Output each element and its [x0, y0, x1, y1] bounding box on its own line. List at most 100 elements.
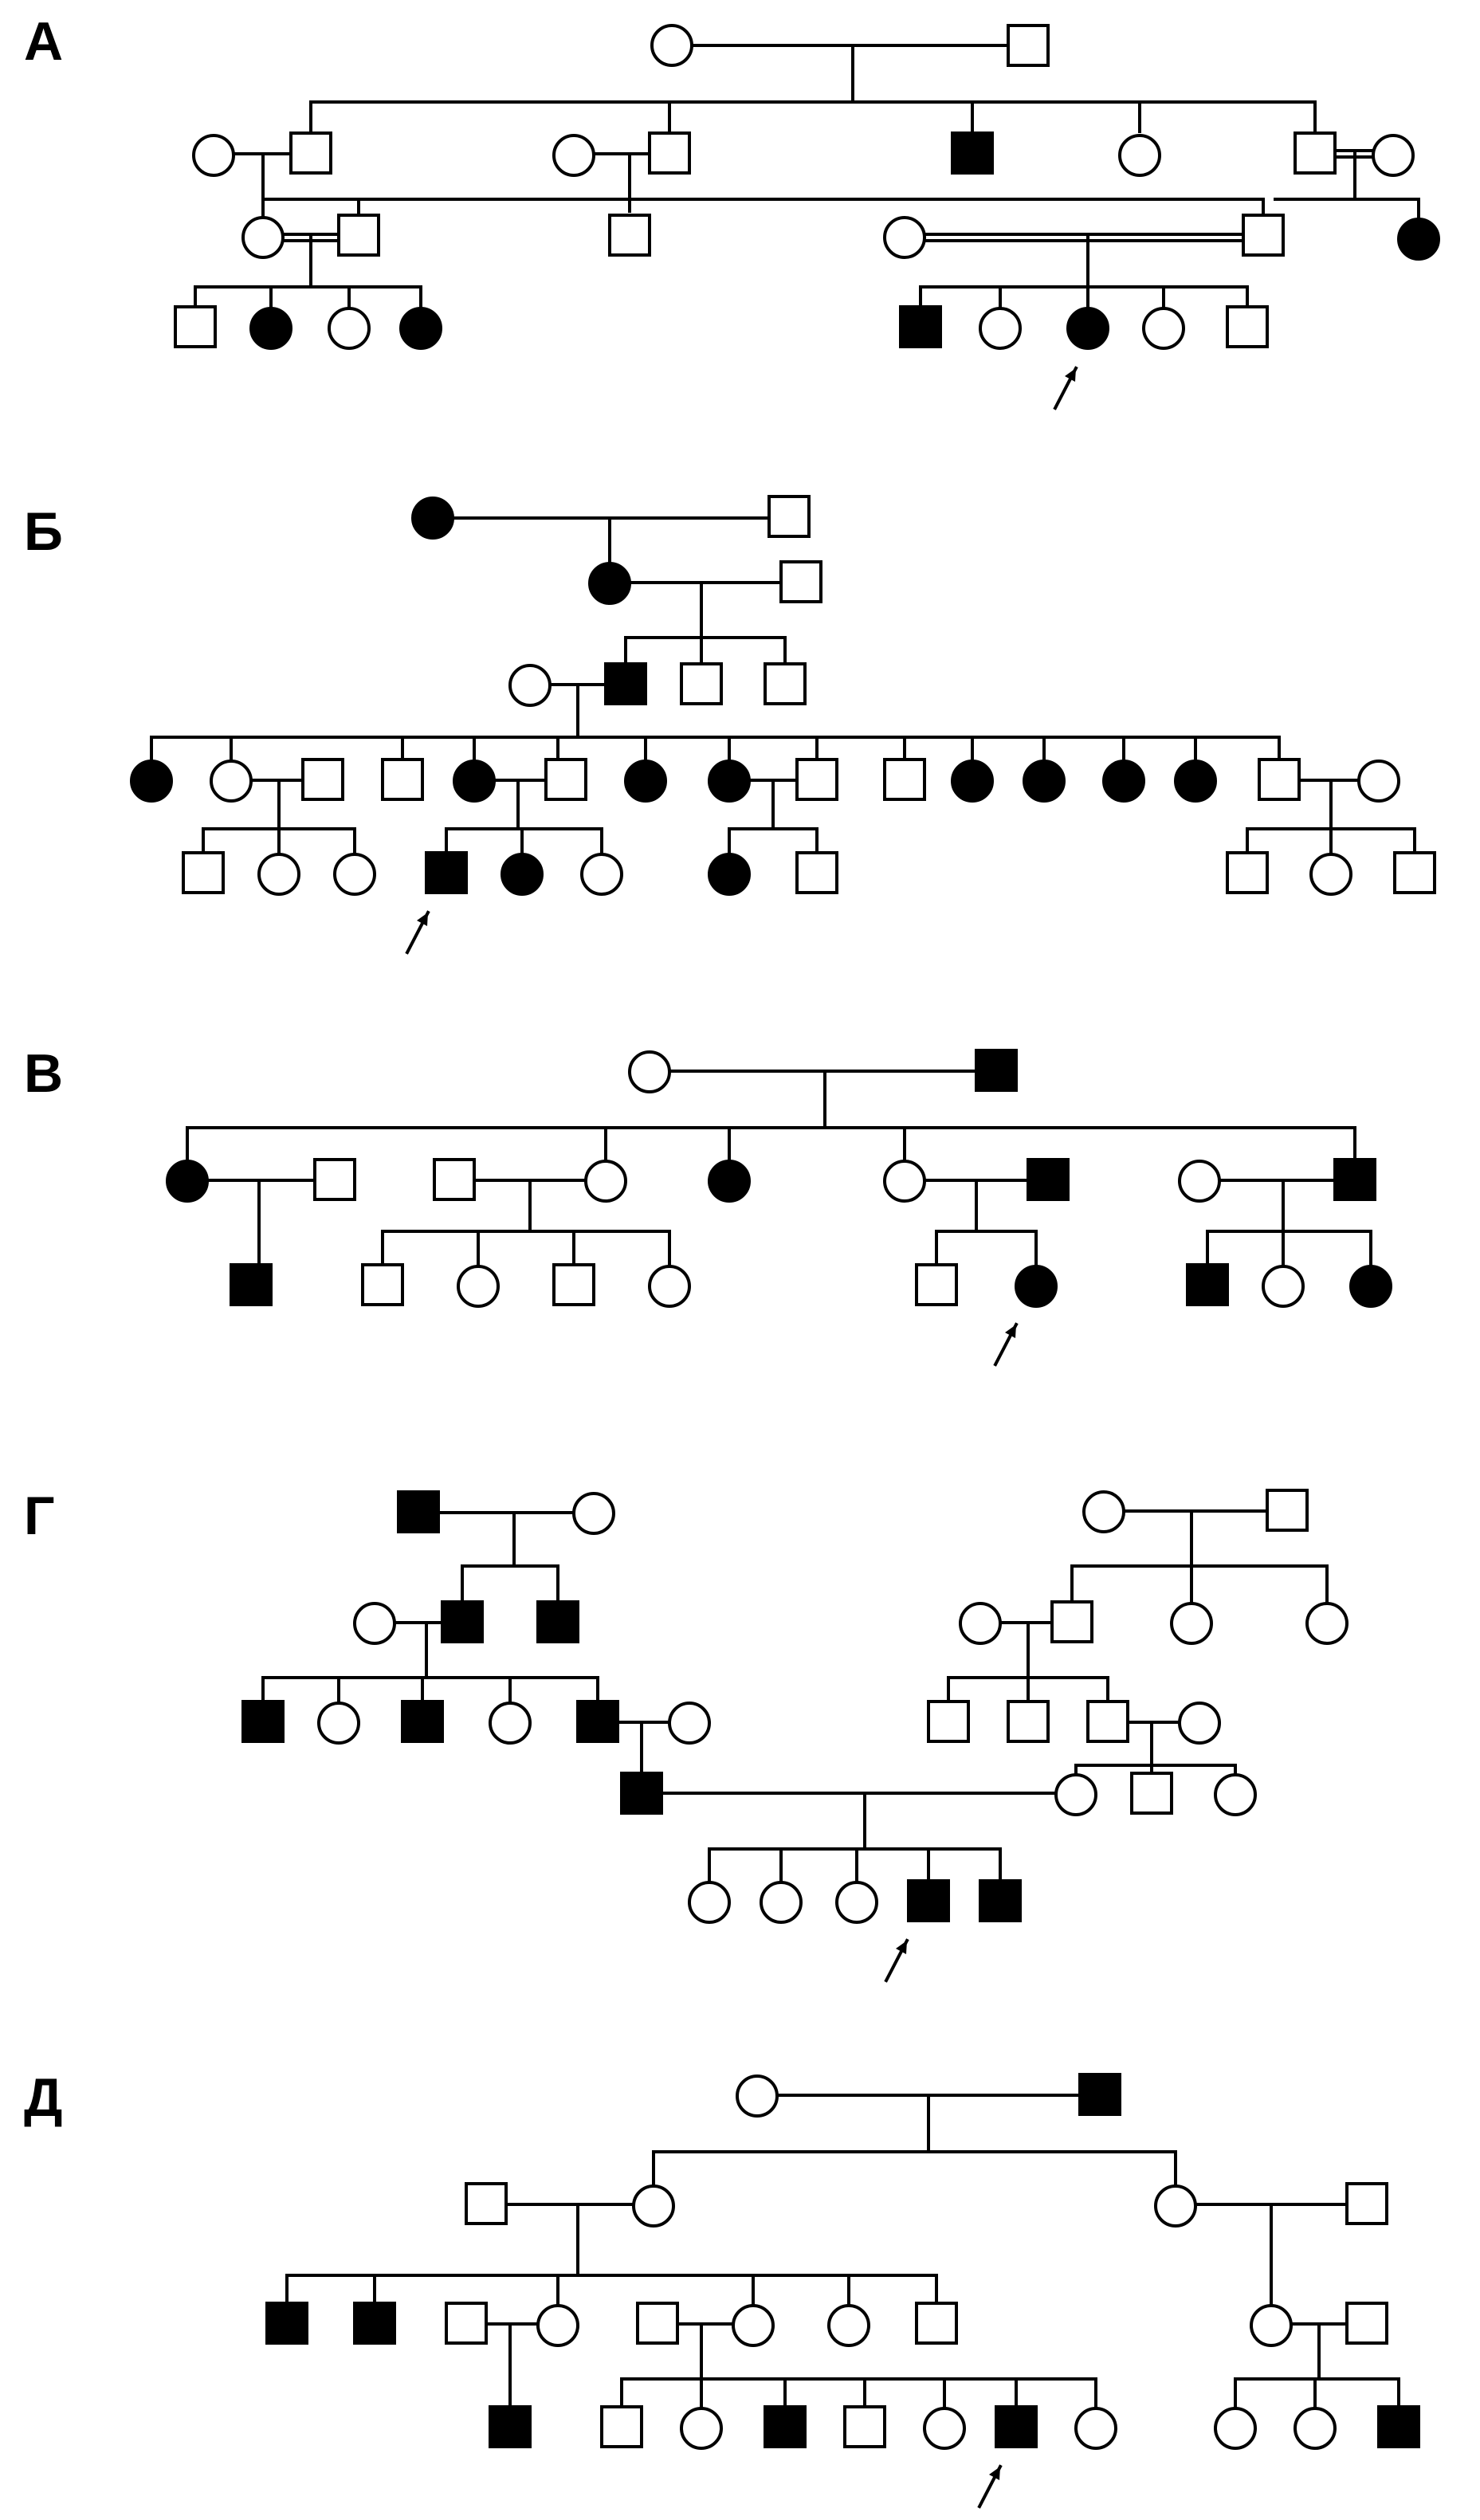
male-square: [600, 2405, 643, 2448]
affected-female-circle: [1015, 1265, 1058, 1308]
affected-male-square: [397, 1490, 440, 1533]
male-square: [433, 1158, 476, 1201]
affected-male-square: [1377, 2405, 1420, 2448]
female-circle: [1082, 1490, 1125, 1533]
affected-female-circle: [1174, 760, 1217, 803]
male-square: [843, 2405, 886, 2448]
male-square: [767, 495, 811, 538]
male-square: [1007, 1700, 1050, 1743]
female-circle: [760, 1881, 803, 1924]
female-circle: [1309, 853, 1352, 896]
male-square: [445, 2302, 488, 2345]
male-square: [313, 1158, 356, 1201]
female-circle: [979, 307, 1022, 350]
female-circle: [572, 1492, 615, 1535]
female-circle: [1170, 1602, 1213, 1645]
male-square: [381, 758, 424, 801]
affected-male-square: [1186, 1263, 1229, 1306]
affected-male-square: [353, 2302, 396, 2345]
female-circle: [489, 1702, 532, 1745]
pedigree-G: Г: [24, 1486, 1348, 1983]
male-square: [1050, 1600, 1093, 1643]
affected-female-circle: [453, 760, 496, 803]
affected-female-circle: [501, 853, 544, 896]
affected-male-square: [576, 1700, 619, 1743]
female-circle: [835, 1881, 878, 1924]
male-square: [1345, 2302, 1388, 2345]
female-circle: [883, 216, 926, 259]
proband-arrowhead: [417, 913, 428, 926]
affected-male-square: [620, 1772, 663, 1815]
female-circle: [210, 760, 253, 803]
female-circle: [584, 1160, 627, 1203]
female-circle: [1214, 2407, 1257, 2450]
male-square: [289, 131, 332, 175]
female-circle: [552, 134, 595, 177]
female-circle: [1074, 2407, 1117, 2450]
proband-arrowhead: [896, 1941, 907, 1954]
female-circle: [732, 2304, 775, 2347]
pedigree-D: Д: [24, 2067, 1420, 2509]
female-circle: [959, 1602, 1002, 1645]
female-circle: [536, 2304, 579, 2347]
affected-male-square: [764, 2405, 807, 2448]
female-circle: [317, 1702, 360, 1745]
affected-male-square: [604, 662, 647, 705]
female-circle: [680, 2407, 723, 2450]
male-square: [636, 2302, 679, 2345]
female-circle: [688, 1881, 731, 1924]
female-circle: [1250, 2304, 1293, 2347]
female-circle: [1305, 1602, 1348, 1645]
male-square: [1226, 305, 1269, 348]
female-circle: [648, 1265, 691, 1308]
male-square: [1393, 851, 1436, 894]
affected-male-square: [1027, 1158, 1070, 1201]
affected-male-square: [951, 131, 994, 175]
female-circle: [580, 853, 623, 896]
affected-male-square: [441, 1600, 484, 1643]
affected-female-circle: [588, 562, 631, 605]
pedigree-label: А: [24, 11, 63, 72]
female-circle: [508, 664, 552, 707]
male-square: [337, 214, 380, 257]
affected-male-square: [425, 851, 468, 894]
pedigree-label: Д: [24, 2067, 62, 2128]
female-circle: [827, 2304, 870, 2347]
affected-female-circle: [1066, 307, 1109, 350]
affected-female-circle: [951, 760, 994, 803]
female-circle: [353, 1602, 396, 1645]
affected-female-circle: [166, 1160, 209, 1203]
proband-arrowhead: [989, 2467, 1000, 2480]
affected-male-square: [1333, 1158, 1376, 1201]
pedigree-label: В: [24, 1043, 63, 1104]
affected-male-square: [899, 305, 942, 348]
pedigree-V: В: [24, 1043, 1392, 1367]
male-square: [1226, 851, 1269, 894]
male-square: [465, 2182, 508, 2225]
male-square: [544, 758, 587, 801]
male-square: [915, 2302, 958, 2345]
female-circle: [883, 1160, 926, 1203]
male-square: [1130, 1772, 1173, 1815]
affected-male-square: [230, 1263, 273, 1306]
affected-female-circle: [411, 497, 454, 540]
female-circle: [1372, 134, 1415, 177]
proband-arrowhead: [1005, 1325, 1016, 1338]
female-circle: [1142, 307, 1185, 350]
female-circle: [628, 1050, 671, 1093]
male-square: [182, 851, 225, 894]
male-square: [795, 758, 838, 801]
female-circle: [328, 307, 371, 350]
male-square: [764, 662, 807, 705]
male-square: [915, 1263, 958, 1306]
male-square: [680, 662, 723, 705]
female-circle: [333, 853, 376, 896]
male-square: [608, 214, 651, 257]
female-circle: [1054, 1773, 1097, 1816]
female-circle: [457, 1265, 500, 1308]
male-square: [883, 758, 926, 801]
pedigree-label: Б: [24, 501, 63, 562]
male-square: [1266, 1489, 1309, 1532]
affected-male-square: [489, 2405, 532, 2448]
